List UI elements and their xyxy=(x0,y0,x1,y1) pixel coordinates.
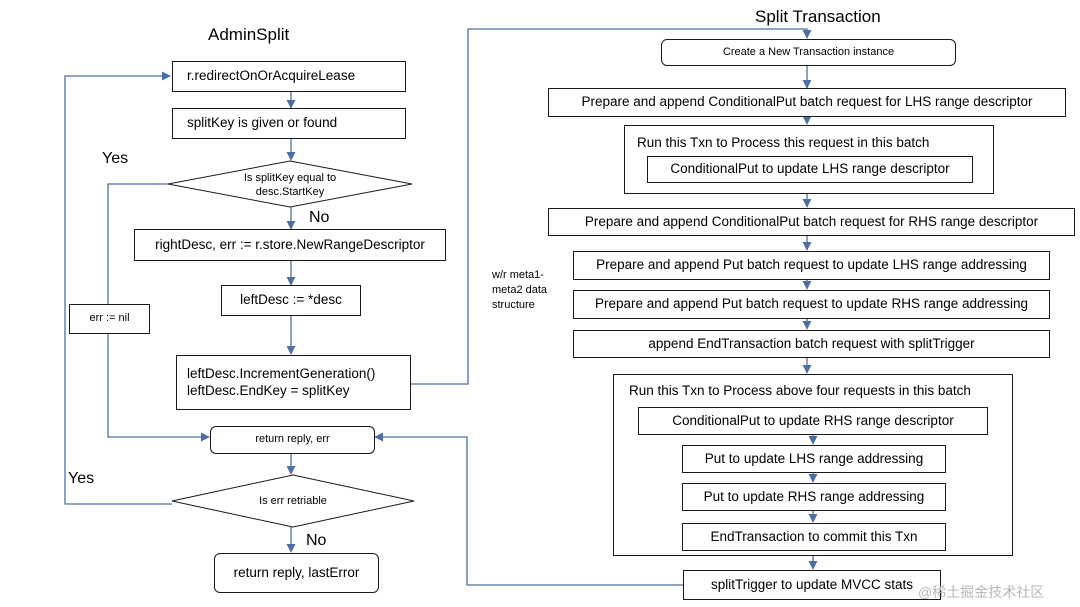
yes-label-2: Yes xyxy=(68,470,95,487)
prepare-rhs-descriptor-box: Prepare and append ConditionalPut batch … xyxy=(548,208,1075,236)
split-transaction-title: Split Transaction xyxy=(755,7,881,26)
meta-structure-note: w/r meta1- meta2 data structure xyxy=(492,269,548,311)
split-trigger-mvcc-box: splitTrigger to update MVCC stats xyxy=(683,570,941,600)
put-rhs-addressing-box: Put to update RHS range addressing xyxy=(682,483,946,511)
put-lhs-addressing-box: Put to update LHS range addressing xyxy=(682,445,946,473)
left-desc-box: leftDesc := *desc xyxy=(221,285,361,316)
return-last-error-box: return reply, lastError xyxy=(214,553,379,593)
err-nil-box: err := nil xyxy=(69,304,150,334)
run-txn-group-2 xyxy=(613,374,1013,556)
line-split-trigger-to-return xyxy=(374,432,683,586)
decision-splitkey-text: Is splitKey equal to desc.StartKey xyxy=(243,172,337,199)
increment-line-1: leftDesc.IncrementGeneration() xyxy=(187,365,376,381)
increment-line-2: leftDesc.EndKey = splitKey xyxy=(187,382,350,398)
split-key-box: splitKey is given or found xyxy=(172,108,406,139)
decision-splitkey-startkey xyxy=(167,160,413,208)
yes-label-1: Yes xyxy=(102,150,129,167)
line-increment-to-create-txn xyxy=(411,28,812,385)
decision-err-retriable-text: Is err retriable xyxy=(259,495,327,507)
new-range-descriptor-box: rightDesc, err := r.store.NewRangeDescri… xyxy=(134,229,446,261)
prepare-lhs-descriptor-box: Prepare and append ConditionalPut batch … xyxy=(548,88,1066,117)
prepare-put-lhs-box: Prepare and append Put batch request to … xyxy=(573,251,1050,280)
no-label-1: No xyxy=(309,209,330,226)
line-decision2-yes-loop xyxy=(64,71,172,505)
create-transaction-box: Create a New Transaction instance xyxy=(661,39,956,66)
prepare-put-rhs-box: Prepare and append Put batch request to … xyxy=(573,290,1050,319)
cput-rhs-descriptor-box: ConditionalPut to update RHS range descr… xyxy=(638,407,988,435)
run-txn-group-1 xyxy=(624,125,994,194)
run-txn-1-label: Run this Txn to Process this request in … xyxy=(637,135,930,150)
admin-split-title: AdminSplit xyxy=(208,25,290,44)
end-transaction-commit-box: EndTransaction to commit this Txn xyxy=(682,523,946,551)
redirect-lease-box: r.redirectOnOrAcquireLease xyxy=(172,61,406,92)
append-end-transaction-box: append EndTransaction batch request with… xyxy=(573,330,1050,358)
decision-err-retriable xyxy=(171,474,415,528)
watermark: @稀土掘金技术社区 xyxy=(918,584,1045,600)
no-label-2: No xyxy=(306,532,327,549)
cput-lhs-descriptor-box: ConditionalPut to update LHS range descr… xyxy=(647,156,973,183)
run-txn-2-label: Run this Txn to Process above four reque… xyxy=(629,383,971,398)
return-reply-err-box: return reply, err xyxy=(210,426,375,454)
increment-generation-box: leftDesc.IncrementGeneration() leftDesc.… xyxy=(176,355,411,410)
